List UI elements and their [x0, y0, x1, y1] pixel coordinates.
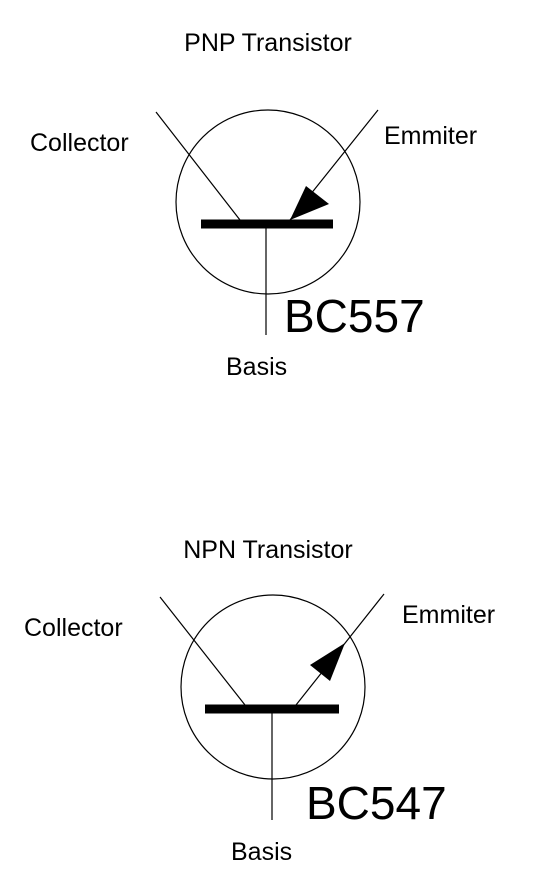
pnp-diagram: PNP Transistor Collector Emmiter Basis B… [30, 29, 477, 381]
npn-diagram: NPN Transistor Collector Emmiter Basis B… [24, 536, 495, 866]
pnp-title: PNP Transistor [184, 29, 352, 57]
npn-emitter-label: Emmiter [402, 601, 495, 629]
pnp-collector-lead [155, 111, 241, 221]
pnp-part-number: BC557 [284, 290, 425, 342]
npn-title: NPN Transistor [183, 536, 352, 564]
pnp-envelope-circle [175, 109, 361, 295]
npn-emitter-arrow-icon [310, 643, 345, 681]
npn-collector-label: Collector [24, 614, 123, 642]
pnp-collector-label: Collector [30, 129, 129, 157]
npn-base-label: Basis [231, 838, 292, 866]
pnp-base-label: Basis [226, 353, 287, 381]
npn-envelope-circle [180, 594, 366, 780]
npn-collector-lead [159, 596, 246, 706]
npn-part-number: BC547 [306, 777, 447, 829]
pnp-emitter-arrow-icon [290, 186, 329, 220]
pnp-emitter-label: Emmiter [384, 122, 477, 150]
